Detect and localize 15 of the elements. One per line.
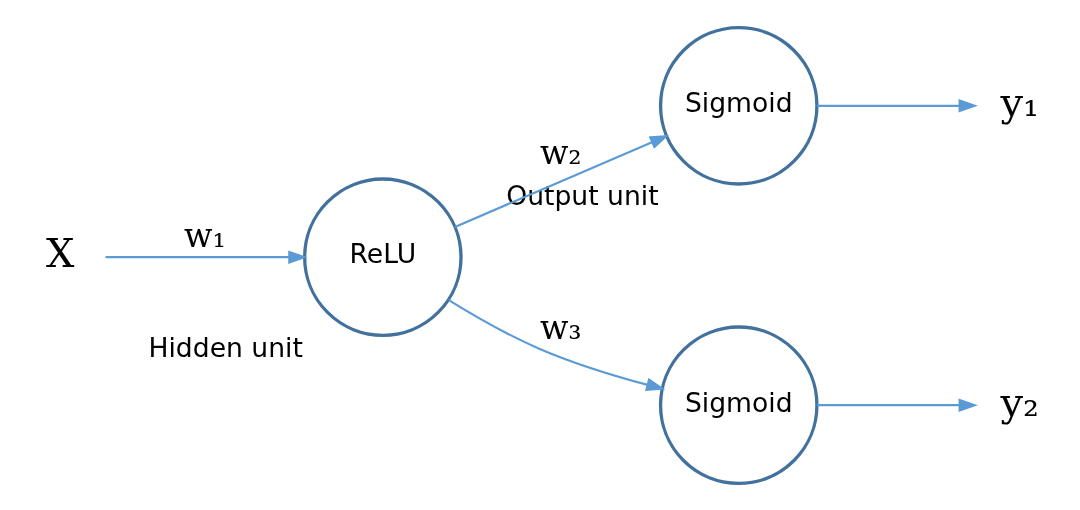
node-text: y₂ — [1000, 377, 1040, 424]
arrow — [817, 98, 978, 113]
node-text: X — [45, 229, 75, 276]
node-circle: Sigmoid — [658, 25, 819, 186]
node-circle: Sigmoid — [658, 324, 819, 485]
arrow — [454, 134, 670, 228]
arrow — [448, 298, 666, 391]
edge-label: w₂ — [539, 132, 582, 172]
arrow — [105, 249, 308, 264]
edge-label: w₃ — [539, 307, 582, 347]
edge-label: w₁ — [183, 215, 226, 255]
node-text: y₁ — [1000, 78, 1040, 125]
node-circle: ReLU — [303, 176, 463, 337]
node-label: Hidden unit — [148, 331, 303, 363]
arrow — [817, 397, 978, 412]
